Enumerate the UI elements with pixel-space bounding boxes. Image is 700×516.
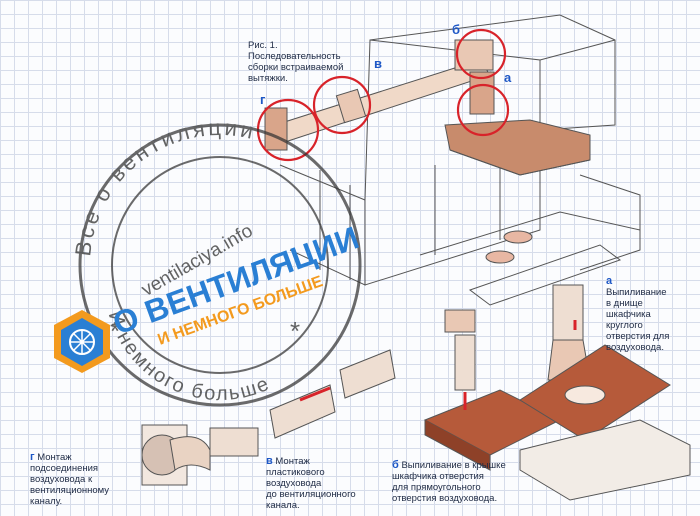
caption-line: вентиляционному [30,485,110,496]
caption-v-letter: в [266,455,273,467]
caption-line: канала. [266,500,300,511]
figure-title-line: сборки встраиваемой [248,62,344,73]
highlight-circle-v [312,75,372,135]
caption-a-letter: а [606,275,613,287]
caption-b: б Выпиливание в крышке шкафчика отверсти… [392,459,512,505]
caption-line: отверстия для [606,331,670,342]
hob-burner [485,250,515,264]
caption-line: подсоединения [30,463,99,474]
step-g-illustration [141,424,259,486]
figure-title-line: Рис. 1. [248,40,278,51]
caption-line: каналу. [30,496,63,507]
label-a: а [504,70,512,85]
caption-line: в днище [606,298,643,309]
caption-line: отверстия воздуховода. [392,493,498,504]
highlight-circles [256,28,510,162]
caption-b-letter: б [392,459,399,471]
caption-line: шкафчика [606,309,651,320]
caption-line: до вентиляционного [266,489,356,500]
highlight-circle-b [455,28,507,80]
caption-line: воздуховода [266,478,322,489]
caption-line: пластикового [266,467,325,478]
highlight-circle-a [456,83,510,137]
caption-line: воздуховода к [30,474,93,485]
watermark-star-right: * [290,316,300,346]
hob-burner [503,230,533,244]
caption-v: в Монтаж пластикового воздуховода до вен… [266,455,376,512]
step-a-illustration [519,284,691,501]
figure-title-line: Последовательность [248,51,341,62]
caption-line: Монтаж [37,452,72,463]
caption-line: Монтаж [275,456,310,467]
figure-title-line: вытяжки. [248,73,288,84]
caption-line: Выпиливание [606,287,667,298]
logo-hexagon [54,310,110,373]
step-v-illustration [269,349,396,439]
caption-g-letter: г [30,451,35,463]
caption-line: воздуховода. [606,342,664,353]
figure-title: Рис. 1. Последовательность сборки встраи… [248,40,343,84]
watermark-star-left: * [110,316,120,346]
caption-line: круглого [606,320,643,331]
caption-line: шкафчика отверстия [392,471,484,482]
caption-line: Выпиливание в крышке [401,460,506,471]
caption-a: а Выпиливание в днище шкафчика круглого … [606,275,696,354]
caption-g: г Монтаж подсоединения воздуховода к вен… [30,451,130,508]
label-v: в [374,56,382,71]
label-g: г [260,92,266,107]
top-duct [264,39,495,151]
caption-line: для прямоугольного [392,482,481,493]
label-b: б [452,22,461,37]
